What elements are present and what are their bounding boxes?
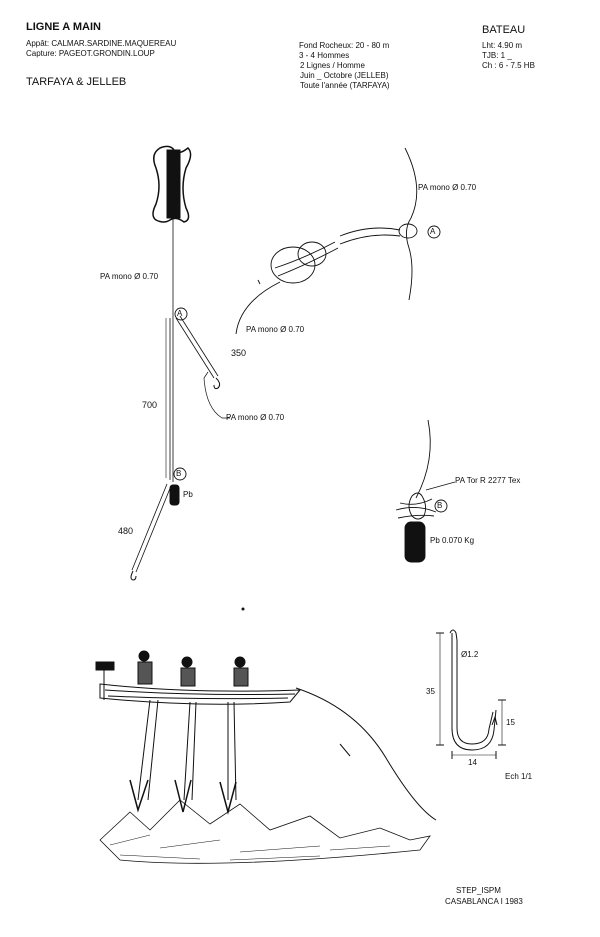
condition-line: 3 - 4 Hommes	[299, 51, 350, 60]
hook-gape-label: 15	[506, 718, 515, 727]
branch-a-snood	[175, 315, 230, 419]
boat-spec: Ch : 6 - 7.5 HB	[482, 61, 535, 70]
length-b-label: 480	[118, 526, 134, 536]
weight-label: Pb 0.070 Kg	[430, 536, 475, 545]
length-main-label: 700	[142, 400, 158, 410]
point-b-marker	[173, 467, 187, 481]
location-title: TARFAYA & JELLEB	[26, 76, 127, 88]
knot-lower-label: PA mono Ø 0.70	[246, 325, 305, 334]
point-a-label: A	[177, 309, 183, 318]
boat-spec: Lht: 4.90 m	[482, 41, 523, 50]
hook-diameter-label: Ø1.2	[461, 650, 479, 659]
page-title: LIGNE A MAIN	[26, 21, 101, 33]
mainline-label: PA mono Ø 0.70	[100, 272, 159, 281]
boat-scene-illustration	[95, 650, 437, 864]
hook-width-label: 14	[468, 758, 477, 767]
footer-org: STEP_ISPM	[456, 886, 501, 895]
sinker-shape	[169, 484, 180, 506]
twine-label: PA Tor R 2277 Tex	[455, 476, 521, 485]
hand-line-spool-icon	[152, 145, 192, 223]
length-a-label: 350	[231, 348, 247, 358]
sinker-detail-drawing	[395, 419, 456, 563]
knot-detail-drawing	[235, 147, 418, 335]
knot-upper-label: PA mono Ø 0.70	[418, 183, 477, 192]
condition-line: Toute l'année (TARFAYA)	[300, 81, 390, 90]
sinker-point-label: B	[437, 501, 443, 510]
knot-point-label: A	[430, 227, 436, 236]
condition-line: 2 Lignes / Homme	[300, 61, 365, 70]
catch-text: Capture: PAGEOT.GRONDIN.LOUP	[26, 49, 155, 58]
scale-label: Ech 1/1	[505, 772, 533, 781]
point-a-marker	[174, 307, 188, 321]
boat-spec: TJB: 1 _	[482, 51, 512, 60]
bait-text: Appât: CALMAR.SARDINE.MAQUEREAU	[26, 39, 177, 48]
branch-b-snood	[130, 483, 172, 581]
sinker-point-b-marker	[434, 499, 448, 513]
boat-title: BATEAU	[482, 24, 526, 36]
knot-point-a-marker	[427, 225, 441, 239]
footer-place-date: CASABLANCA I 1983	[445, 897, 523, 906]
branch-label: PA mono Ø 0.70	[226, 413, 285, 422]
point-b-label: B	[176, 469, 182, 478]
hook-length-label: 35	[426, 687, 435, 696]
sinker-label: Pb	[183, 490, 193, 499]
hook-drawing	[436, 629, 506, 759]
condition-line: Fond Rocheux: 20 - 80 m	[299, 41, 390, 50]
condition-line: Juin _ Octobre (JELLEB)	[300, 71, 389, 80]
